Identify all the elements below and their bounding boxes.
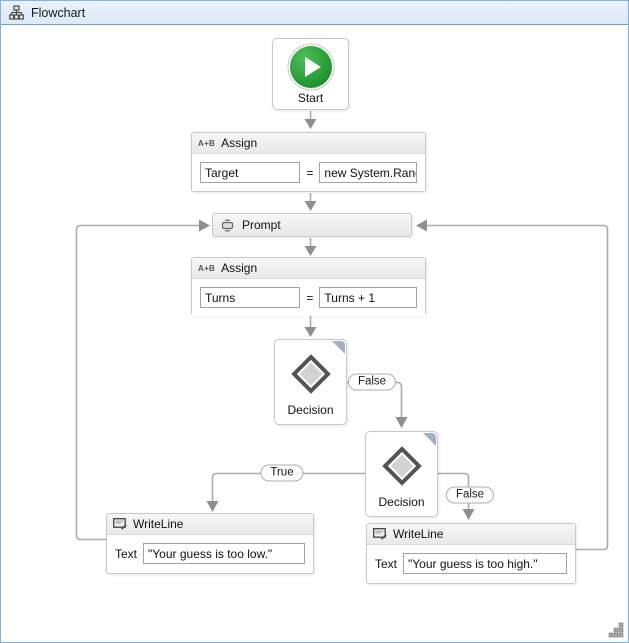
start-label: Start [297, 91, 324, 105]
connector-label-false-1[interactable]: False [347, 373, 397, 391]
connector-decision1-false [347, 381, 403, 417]
decision-diamond-icon [381, 446, 422, 486]
arrowheads [199, 119, 475, 520]
connector-label-true[interactable]: True [260, 464, 304, 482]
writeline-low-activity[interactable]: WriteLine Text "Your guess is too low." [106, 513, 314, 574]
assign-icon: A+B [198, 138, 216, 148]
start-node[interactable]: Start [272, 38, 349, 110]
writeline-high-body: Text "Your guess is too high." [367, 545, 575, 582]
assign-target-title: Assign [221, 136, 258, 150]
assign-turns-value-input[interactable]: Turns + 1 [319, 287, 417, 308]
prompt-title: Prompt [242, 218, 281, 232]
decision-diamond-icon [290, 354, 331, 394]
assign-turns-header[interactable]: A+B Assign [192, 258, 425, 279]
decision-2-node[interactable]: Decision [365, 431, 438, 517]
writeline-high-header[interactable]: WriteLine [367, 524, 575, 545]
assign-target-to-input[interactable]: Target [200, 162, 301, 183]
writeline-icon [373, 528, 387, 540]
assign-target-header[interactable]: A+B Assign [192, 133, 425, 154]
assign-turns-body: Turns = Turns + 1 [192, 279, 425, 316]
assign-icon: A+B [198, 263, 216, 273]
writeline-high-activity[interactable]: WriteLine Text "Your guess is too high." [366, 523, 576, 584]
resize-grip[interactable] [608, 622, 624, 638]
writeline-low-body: Text "Your guess is too low." [107, 535, 313, 572]
writeline-high-title: WriteLine [393, 527, 444, 541]
play-triangle-icon [305, 57, 321, 77]
collapse-adorner-icon[interactable] [423, 433, 436, 446]
equals-sign: = [306, 290, 314, 305]
equals-sign: = [306, 165, 314, 180]
start-play-icon [289, 46, 332, 88]
decision-2-label: Decision [378, 495, 425, 509]
assign-target-activity[interactable]: A+B Assign Target = new System.Random [191, 132, 426, 192]
text-field-label: Text [115, 546, 138, 561]
writeline-low-header[interactable]: WriteLine [107, 514, 313, 535]
assign-target-value-input[interactable]: new System.Random [319, 162, 417, 183]
writeline-low-text-input[interactable]: "Your guess is too low." [143, 543, 305, 564]
assign-target-body: Target = new System.Random [192, 154, 425, 191]
connector-decision2-false [438, 472, 470, 510]
flowchart-icon [9, 5, 24, 20]
assign-turns-title: Assign [221, 261, 258, 275]
collapse-adorner-icon[interactable] [332, 341, 345, 354]
assign-turns-to-input[interactable]: Turns [200, 287, 301, 308]
assign-turns-activity[interactable]: A+B Assign Turns = Turns + 1 [191, 257, 426, 316]
page-title: Flowchart [31, 5, 86, 20]
writeline-icon [113, 518, 127, 530]
decision-1-label: Decision [287, 403, 334, 417]
connector-label-false-2[interactable]: False [445, 486, 495, 504]
activity-icon [221, 219, 234, 231]
prompt-activity[interactable]: Prompt [212, 213, 412, 237]
connector-decision2-true [211, 472, 365, 502]
connector-loop-high-to-prompt [427, 224, 609, 551]
decision-1-node[interactable]: Decision [274, 339, 347, 425]
flowchart-breadcrumb-bar[interactable]: Flowchart [1, 1, 628, 25]
writeline-low-title: WriteLine [133, 517, 184, 531]
text-field-label: Text [375, 556, 398, 571]
writeline-high-text-input[interactable]: "Your guess is too high." [403, 553, 567, 574]
connector-loop-low-to-prompt [75, 224, 199, 541]
